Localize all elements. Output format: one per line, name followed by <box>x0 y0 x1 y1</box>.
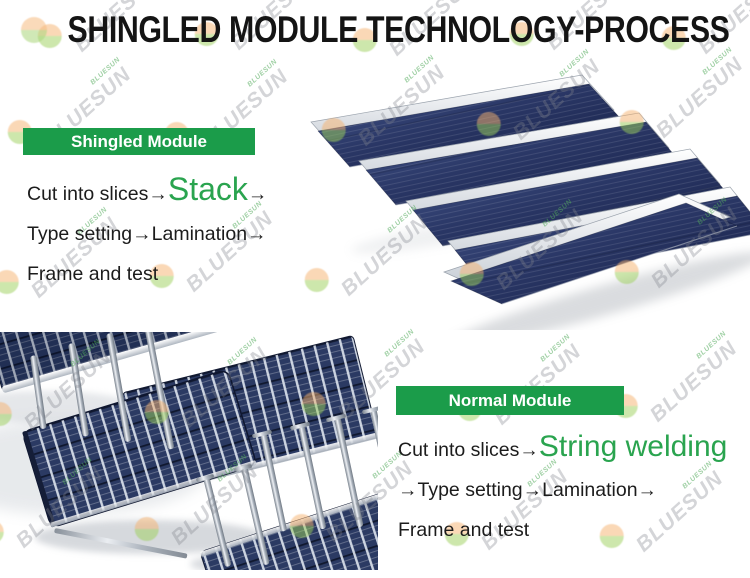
bluesun-ball-icon <box>599 524 624 548</box>
bluesun-logo-ball-icon <box>21 17 47 43</box>
step-text: Cut into slices→ <box>398 439 539 461</box>
page-title: SHINGLED MODULE TECHNOLOGY-PROCESS <box>67 9 730 50</box>
step-text: → <box>247 183 268 205</box>
watermark-green-text: BLUESUN <box>246 58 279 89</box>
shingle-strip-1 <box>310 74 622 168</box>
shingled-module-banner: Shingled Module <box>23 128 255 155</box>
normal-module-banner: Normal Module <box>396 386 624 415</box>
welding-ribbons <box>30 332 378 567</box>
shingle-strip-5 <box>443 193 738 305</box>
shingled-stack-photo <box>300 60 750 330</box>
step-text: Cut into slices→ <box>27 183 168 205</box>
step-highlight-string-welding: String welding <box>538 430 728 463</box>
watermark-green-text: BLUESUN <box>539 333 572 364</box>
watermark-green-text: BLUESUN <box>681 460 714 491</box>
normal-module-photo <box>0 332 378 570</box>
normal-process-line-1: Cut into slices→ String welding <box>398 430 727 464</box>
watermark-green-text: BLUESUN <box>695 330 728 361</box>
shingled-strips-graphic <box>310 74 750 330</box>
watermark-green-text: BLUESUN <box>383 328 416 359</box>
shingle-strip-3 <box>405 148 728 247</box>
shingled-process-line-1: Cut into slices→ Stack → <box>27 171 267 208</box>
normal-module-graphic <box>0 332 378 570</box>
shingled-process-line-3: Frame and test <box>27 263 159 285</box>
shingled-process-line-2: Type setting→Lamination→ <box>27 223 267 245</box>
cell-panel-top-left <box>0 332 311 393</box>
normal-process-line-2: →Type setting→Lamination→ <box>398 479 658 501</box>
step-highlight-stack: Stack <box>167 171 248 207</box>
normal-process-line-3: Frame and test <box>398 519 530 541</box>
bluesun-ball-icon <box>0 270 19 294</box>
watermark-green-text: BLUESUN <box>89 56 122 87</box>
